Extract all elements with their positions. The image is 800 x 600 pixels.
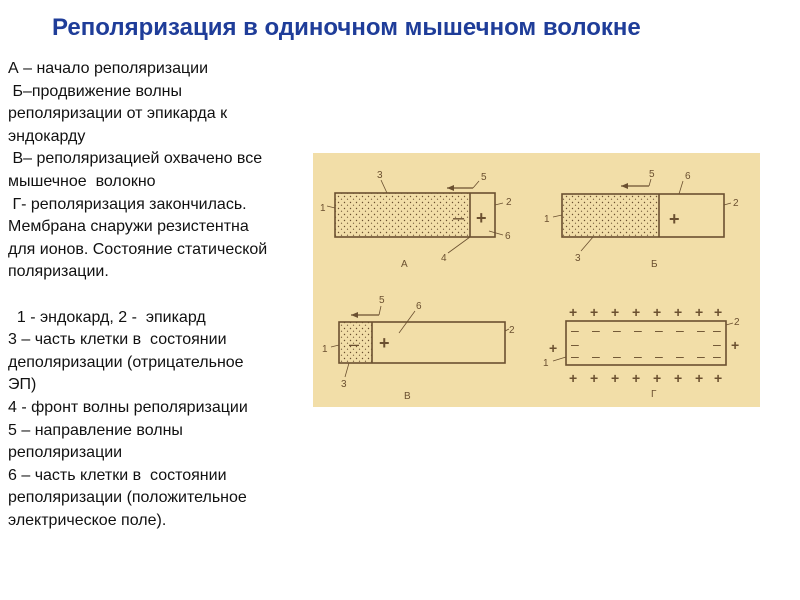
text-line: 4 - фронт волны реполяризации [8,397,308,420]
text-line: Б–продвижение волны [8,81,308,104]
panel-g: + + + + + + + + – – – – – – – – – – [543,304,740,400]
arrow-head [351,312,358,318]
text-line: 1 - эндокард, 2 - эпикард [8,307,308,330]
svg-text:+: + [569,304,577,320]
svg-text:+: + [611,304,619,320]
svg-text:–: – [634,322,642,338]
panel-caption: Г [651,389,657,400]
svg-text:+: + [714,304,722,320]
svg-text:–: – [676,322,684,338]
label-5: 5 [379,295,385,306]
svg-text:–: – [697,322,705,338]
svg-text:+: + [695,304,703,320]
minus-sign: – [453,207,465,229]
svg-text:+: + [632,370,640,386]
svg-text:+: + [714,370,722,386]
svg-text:+: + [632,304,640,320]
inner-minus-row-bottom: – – – – – – – – [571,348,721,364]
text-line: поляризации. [8,261,308,284]
panel-caption: Б [651,259,658,270]
svg-text:+: + [653,370,661,386]
svg-text:+: + [674,304,682,320]
panel-caption: В [404,391,411,402]
svg-text:+: + [674,370,682,386]
label-2: 2 [733,198,739,209]
text-line [8,284,308,307]
text-line: 5 – направление волны [8,420,308,443]
svg-text:+: + [590,304,598,320]
label-2: 2 [506,197,512,208]
panel-a: – + 5 3 1 2 6 4 А [320,170,512,270]
text-line: реполяризации от эпикарда к [8,103,308,126]
plus-sign: + [669,209,680,229]
panel-v: – + 5 6 1 2 3 В [322,295,515,402]
arrow-head [447,185,454,191]
legend-text: А – начало реполяризации Б–продвижение в… [8,58,308,532]
text-line: ЭП) [8,374,308,397]
svg-text:–: – [592,322,600,338]
label-3: 3 [575,253,581,264]
plus-sign: + [379,333,390,353]
outer-plus-row-top: + + + + + + + + [569,304,722,320]
label-1: 1 [320,203,326,214]
text-line: В– реполяризацией охвачено все [8,148,308,171]
svg-text:–: – [613,348,621,364]
label-1: 1 [544,214,550,225]
svg-text:–: – [634,348,642,364]
text-line: эндокарду [8,126,308,149]
panel-caption: А [401,259,408,270]
minus-sign: – [349,334,359,354]
panel-b: + 5 6 1 2 3 Б [544,169,739,270]
svg-text:+: + [569,370,577,386]
outer-plus-row-bottom: + + + + + + + + [569,370,722,386]
text-line: реполяризации [8,442,308,465]
text-line: 3 – часть клетки в состоянии [8,329,308,352]
text-line: Г- реполяризация закончилась. [8,194,308,217]
text-line: А – начало реполяризации [8,58,308,81]
svg-text:+: + [731,337,739,353]
svg-text:–: – [613,322,621,338]
svg-text:–: – [655,322,663,338]
text-line: электрическое поле). [8,510,308,533]
label-4: 4 [441,253,447,264]
svg-text:–: – [697,348,705,364]
text-line: Мембрана снаружи резистентна [8,216,308,239]
svg-text:+: + [549,340,557,356]
depolarized-zone [335,193,470,237]
label-5: 5 [481,172,487,183]
plus-sign: + [476,208,487,228]
slide-title: Реполяризация в одиночном мышечном волок… [52,14,641,42]
svg-text:–: – [713,348,721,364]
svg-text:–: – [676,348,684,364]
label-2: 2 [734,317,740,328]
arrow-head [621,183,628,189]
label-1: 1 [543,358,549,369]
depolarized-zone [562,194,659,237]
svg-text:+: + [653,304,661,320]
label-2: 2 [509,325,515,336]
label-1: 1 [322,344,328,355]
inner-minus-row-top: – – – – – – – – [571,322,721,338]
svg-text:+: + [695,370,703,386]
label-6: 6 [416,301,422,312]
text-line: реполяризации (положительное [8,487,308,510]
repolarization-figure: – + 5 3 1 2 6 4 А + 5 [313,153,760,407]
svg-text:–: – [571,348,579,364]
label-3: 3 [341,379,347,390]
svg-text:+: + [611,370,619,386]
figure-svg: – + 5 3 1 2 6 4 А + 5 [313,153,760,407]
label-3: 3 [377,170,383,181]
svg-text:–: – [592,348,600,364]
label-6: 6 [505,231,511,242]
label-5: 5 [649,169,655,180]
text-line: деполяризации (отрицательное [8,352,308,375]
text-line: для ионов. Состояние статической [8,239,308,262]
text-line: мышечное волокно [8,171,308,194]
label-6: 6 [685,171,691,182]
text-line: 6 – часть клетки в состоянии [8,465,308,488]
svg-text:+: + [590,370,598,386]
svg-text:–: – [655,348,663,364]
